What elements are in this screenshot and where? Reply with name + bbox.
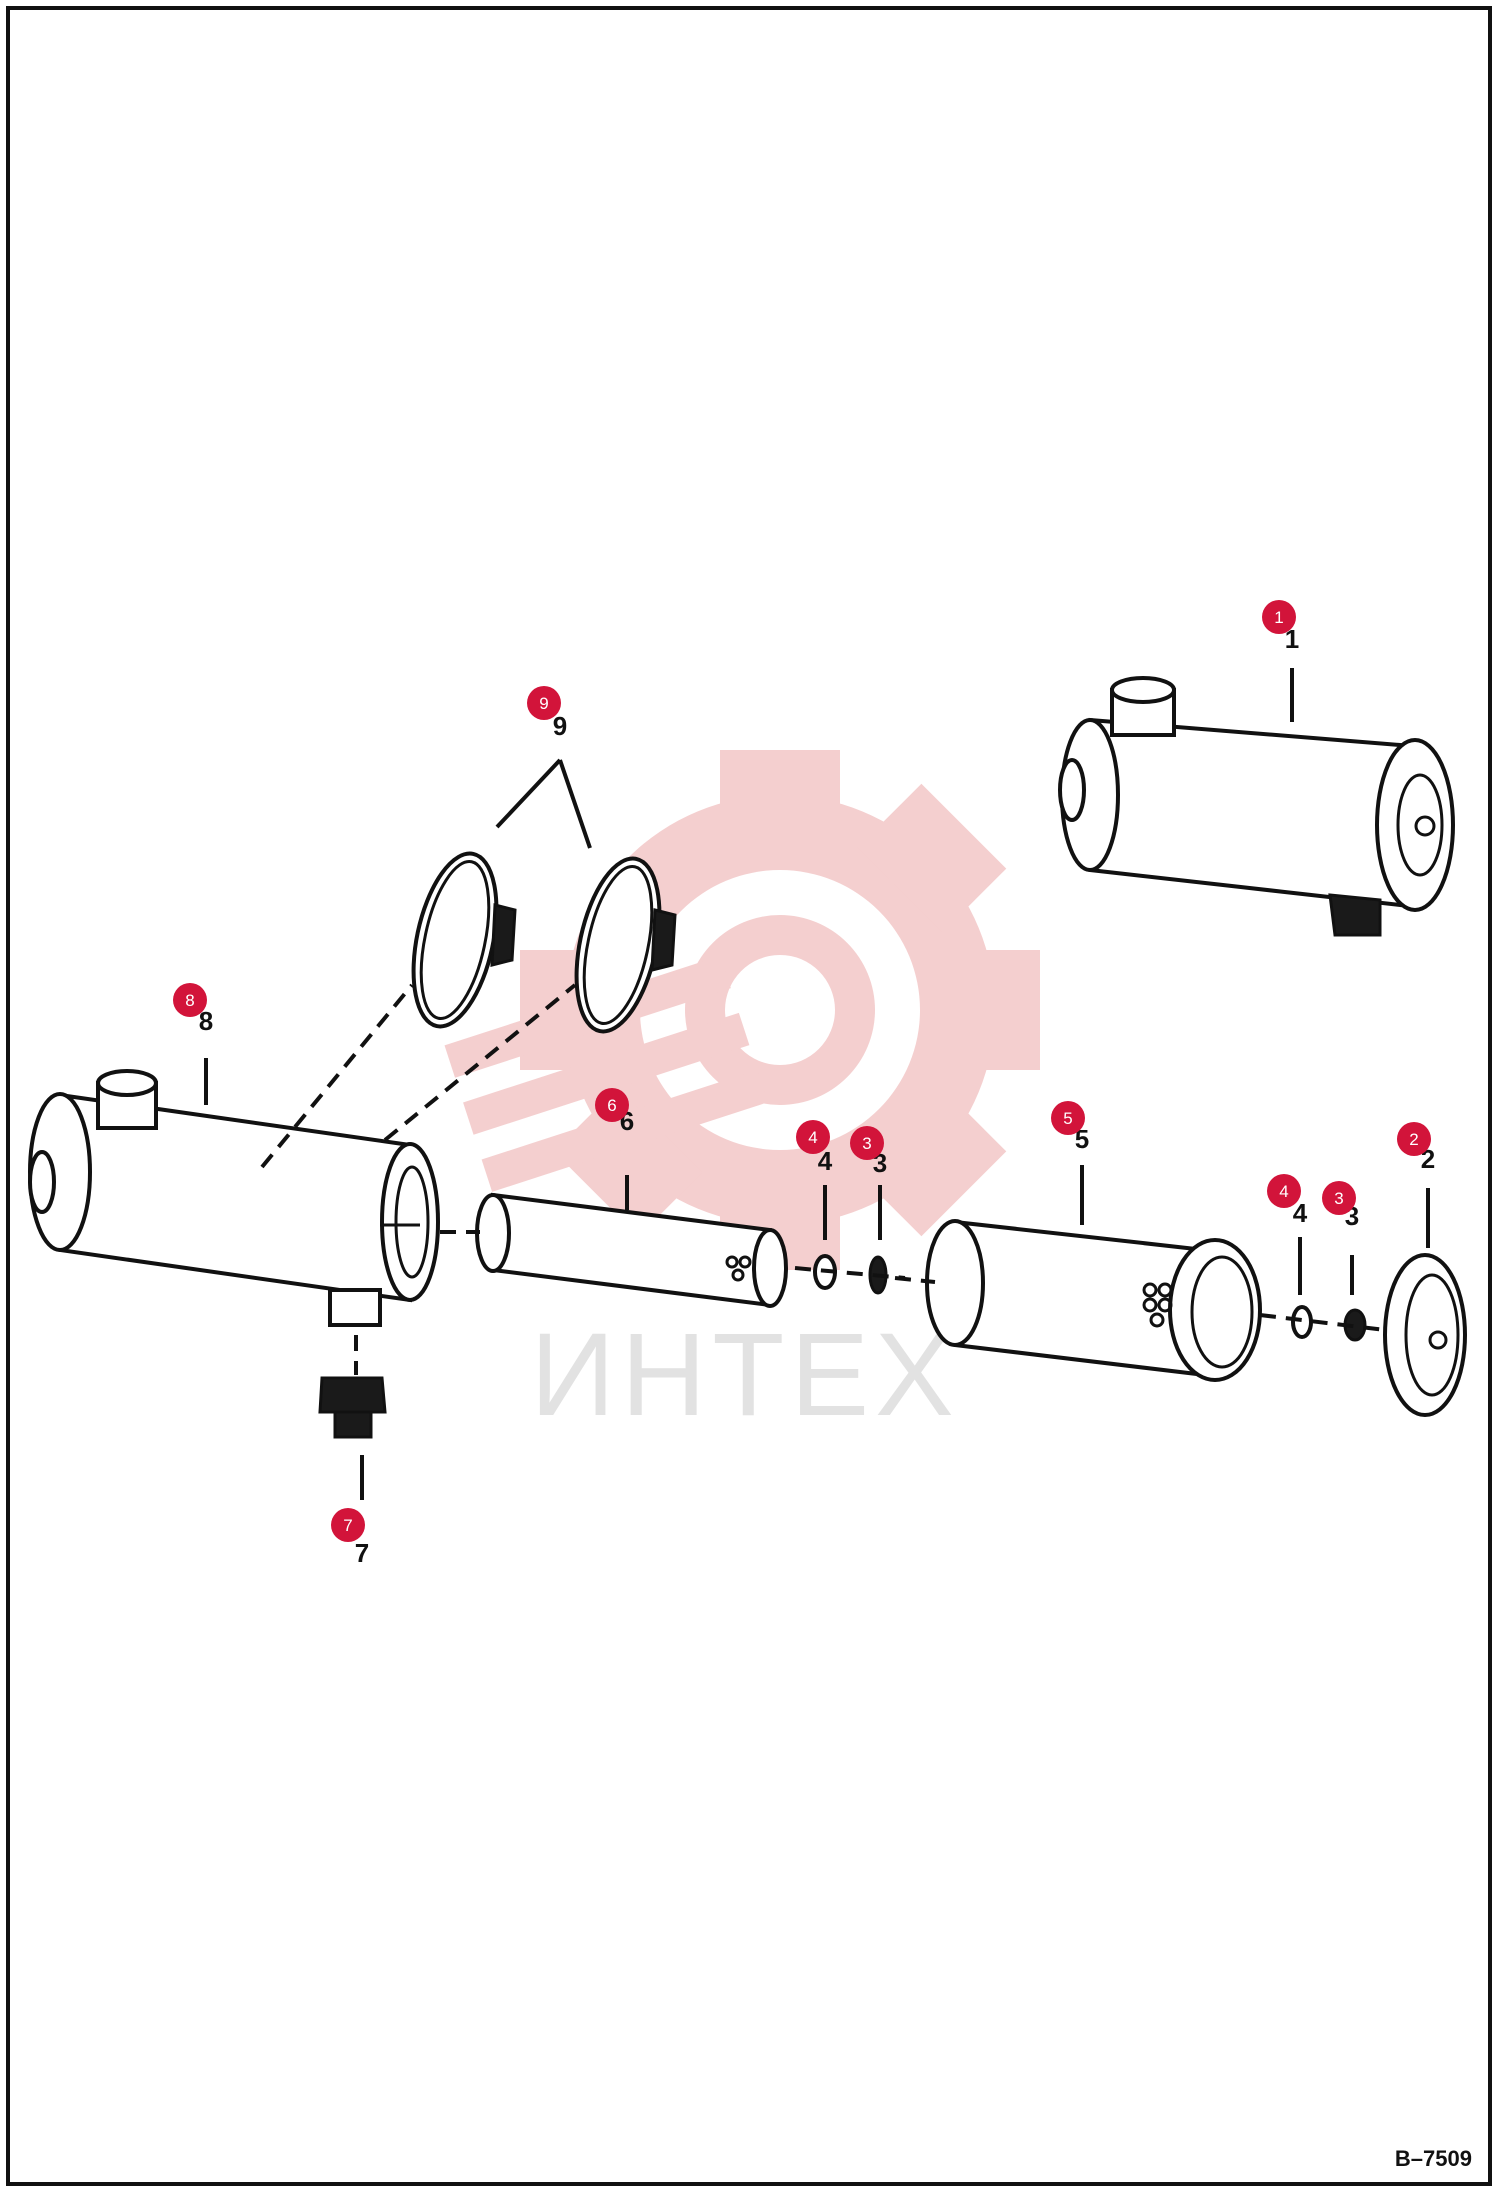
callout-5: 5 xyxy=(1051,1101,1085,1135)
callout-3: 3 xyxy=(1322,1181,1356,1215)
air-cleaner-assembly xyxy=(1058,676,1455,937)
callout-4: 4 xyxy=(1267,1174,1301,1208)
svg-text:4: 4 xyxy=(1279,1182,1288,1201)
svg-text:3: 3 xyxy=(1334,1189,1343,1208)
part-label: 5 xyxy=(1075,1124,1089,1154)
svg-text:5: 5 xyxy=(1063,1109,1072,1128)
part-label: 4 xyxy=(1293,1198,1308,1228)
washer-and-nut-right xyxy=(1291,1305,1367,1342)
svg-text:2: 2 xyxy=(1409,1130,1418,1149)
drawing-number: B–7509 xyxy=(1394,2146,1472,2171)
watermark-logo xyxy=(444,750,1040,1270)
filter-holes xyxy=(1142,1282,1173,1328)
svg-text:8: 8 xyxy=(185,991,194,1010)
dust-valve xyxy=(318,1376,387,1439)
callout-8: 8 xyxy=(173,983,207,1017)
svg-text:7: 7 xyxy=(343,1516,352,1535)
callout-1: 1 xyxy=(1262,600,1296,634)
outer-filter-element xyxy=(925,1219,1262,1382)
air-cleaner-housing xyxy=(28,1069,440,1327)
callout-4: 4 xyxy=(796,1120,830,1154)
part-label: 1 xyxy=(1285,624,1299,654)
end-cover xyxy=(1383,1253,1467,1417)
hose-clamps xyxy=(411,851,677,1034)
part-label: 7 xyxy=(355,1538,369,1568)
part-label: 9 xyxy=(553,711,567,741)
callout-3: 3 xyxy=(850,1126,884,1160)
svg-text:9: 9 xyxy=(539,694,548,713)
inner-filter-element xyxy=(475,1192,788,1308)
callout-9: 9 xyxy=(527,686,561,720)
part-label: 4 xyxy=(818,1146,833,1176)
svg-text:4: 4 xyxy=(808,1128,817,1147)
svg-text:6: 6 xyxy=(607,1096,616,1115)
svg-text:3: 3 xyxy=(862,1134,871,1153)
part-label: 8 xyxy=(199,1006,213,1036)
watermark-text: ИНТЕХ xyxy=(530,1309,960,1441)
drawing-frame xyxy=(6,6,1492,2186)
callout-6: 6 xyxy=(595,1088,629,1122)
callout-2: 2 xyxy=(1397,1122,1431,1156)
svg-text:1: 1 xyxy=(1274,608,1283,627)
callout-7: 7 xyxy=(331,1508,365,1542)
leader-lines xyxy=(204,668,1430,1500)
